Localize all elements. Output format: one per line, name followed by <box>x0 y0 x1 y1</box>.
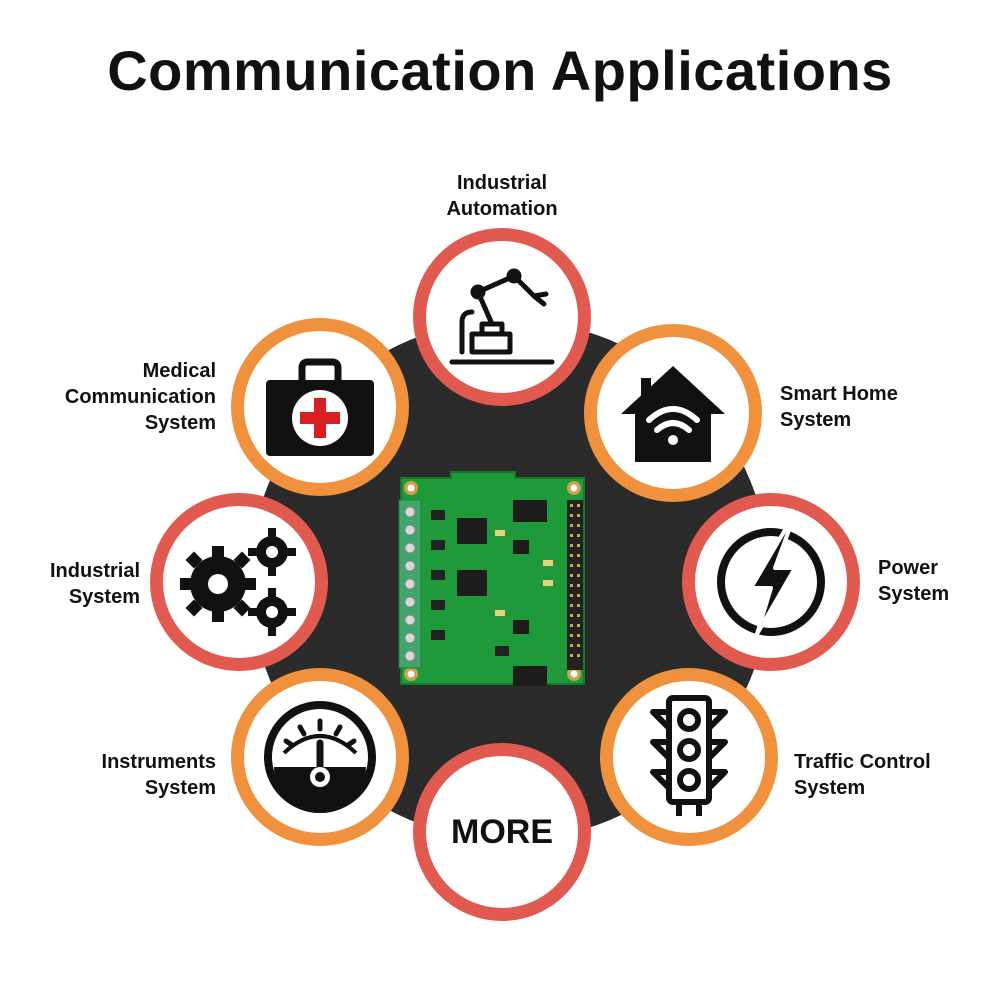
node-medical <box>231 318 409 496</box>
node-power <box>682 493 860 671</box>
circuit-board-icon <box>398 471 585 686</box>
page-title: Communication Applications <box>107 39 893 102</box>
robot-arm-icon <box>449 268 555 365</box>
lightning-icon <box>717 528 825 636</box>
gears-icon <box>180 528 296 636</box>
node-industrial-automation <box>413 228 591 406</box>
node-smart-home <box>584 324 762 502</box>
gauge-icon <box>264 701 376 813</box>
node-more: MORE <box>413 743 591 921</box>
more-label: MORE <box>451 812 553 851</box>
node-industrial-system <box>150 493 328 671</box>
smart-home-icon <box>621 366 725 462</box>
medical-kit-icon <box>266 358 374 456</box>
traffic-light-icon <box>650 695 728 816</box>
node-instruments <box>231 668 409 846</box>
node-traffic-control <box>600 668 778 846</box>
